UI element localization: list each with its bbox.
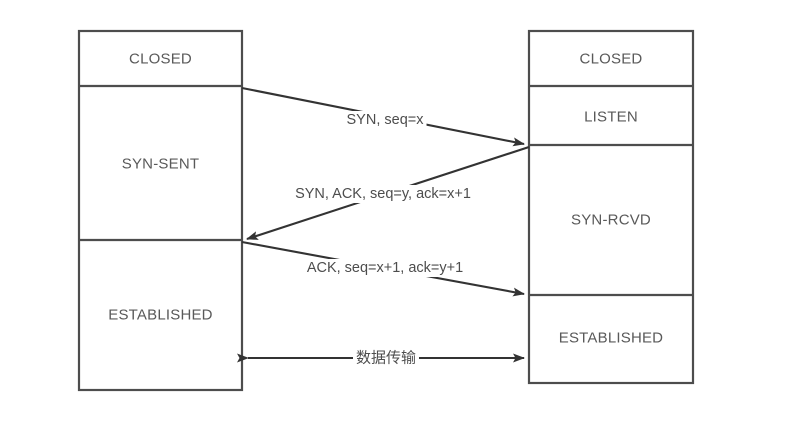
- server-box-group: [527, 29, 695, 385]
- ack-message-arrow: [241, 240, 525, 297]
- server-box: [527, 29, 695, 385]
- syn-ack-message-arrow: [246, 146, 530, 240]
- client-box: [77, 29, 244, 392]
- client-box-group: [77, 29, 244, 392]
- syn-message-arrow: [241, 86, 525, 147]
